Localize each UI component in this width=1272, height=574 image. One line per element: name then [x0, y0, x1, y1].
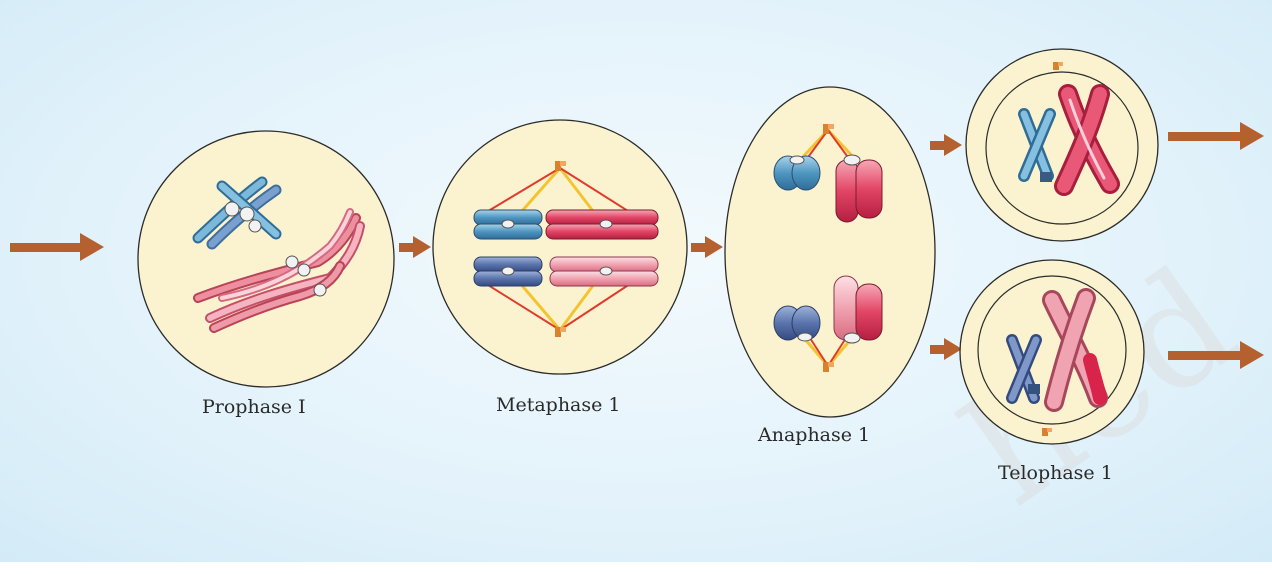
prophase-cell [137, 130, 395, 388]
telophase-bottom-centriole [1042, 428, 1052, 436]
label-metaphase: Metaphase 1 [496, 394, 621, 416]
arrow-prophase-to-metaphase [399, 236, 431, 258]
anaphase-pink-chromosome-bottom [833, 275, 883, 344]
arrow-metaphase-to-anaphase [691, 236, 723, 258]
telophase-top-blue-chromosome [1018, 108, 1056, 182]
arrow-exit-bottom [1168, 341, 1264, 369]
telophase-top-nucleus [985, 71, 1139, 225]
prophase-blue-chromosomes [192, 176, 282, 250]
anaphase-blue-chromosome-bottom [773, 305, 821, 342]
metaphase-cell [432, 119, 688, 375]
anaphase-pink-chromosome-top [835, 154, 883, 223]
metaphase-centriole-bottom [555, 327, 566, 337]
arrow-anaphase-to-telophase-bottom [930, 338, 962, 360]
metaphase-blue-chromosome-bottom [473, 256, 543, 287]
arrow-exit-top [1168, 122, 1264, 150]
telophase-cell-top [965, 48, 1159, 242]
prophase-pink-chromosomes [193, 208, 365, 333]
label-telophase: Telophase 1 [998, 462, 1113, 484]
telophase-cell-bottom [959, 259, 1145, 445]
metaphase-pink-chromosome-bottom [549, 256, 659, 287]
telophase-bottom-nucleus [977, 275, 1127, 425]
label-anaphase: Anaphase 1 [758, 424, 871, 446]
arrow-entry [10, 233, 104, 261]
metaphase-blue-chromosome-top [473, 209, 543, 240]
anaphase-cell [724, 86, 936, 418]
metaphase-pink-chromosome-top [545, 209, 659, 240]
arrow-anaphase-to-telophase-top [930, 134, 962, 156]
metaphase-centriole-top [555, 161, 566, 171]
anaphase-blue-chromosome-top [773, 155, 821, 191]
label-prophase: Prophase I [202, 396, 306, 418]
telophase-bottom-pink-chromosome [1042, 288, 1108, 412]
telophase-top-centriole [1053, 62, 1063, 70]
telophase-top-pink-chromosome [1054, 84, 1120, 196]
anaphase-centriole-bottom [823, 362, 834, 372]
telophase-bottom-blue-chromosome [1006, 334, 1042, 404]
anaphase-centriole-top [823, 124, 834, 134]
